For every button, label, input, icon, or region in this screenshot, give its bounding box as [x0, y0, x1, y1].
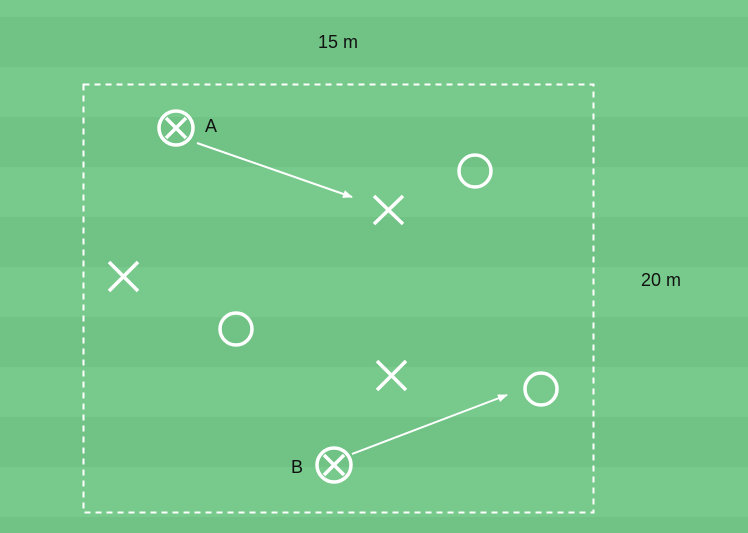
grass-stripe: [0, 17, 748, 67]
cross-marker-icon: [107, 260, 140, 293]
cross-marker-icon: [375, 359, 408, 392]
player-b-icon: [315, 446, 353, 484]
circle-marker-icon: [218, 311, 254, 347]
pass-arrow-a: [196, 142, 353, 198]
circle-marker-icon: [523, 371, 559, 407]
grass-stripe: [0, 117, 748, 167]
grass-stripe: [0, 217, 748, 267]
cross-marker-icon: [372, 194, 405, 226]
grass-stripe: [0, 417, 748, 467]
width-label: 15 m: [318, 32, 359, 52]
height-label: 20 m: [641, 270, 682, 290]
circle-marker-icon: [457, 153, 493, 189]
pass-arrow-b: [351, 394, 508, 455]
drill-area-boundary: [82, 83, 595, 514]
player-a-label: A: [205, 116, 218, 136]
grass-stripe: [0, 317, 748, 367]
player-a-icon: [157, 109, 195, 147]
grass-stripe: [0, 517, 748, 533]
player-b-label: B: [291, 457, 304, 477]
